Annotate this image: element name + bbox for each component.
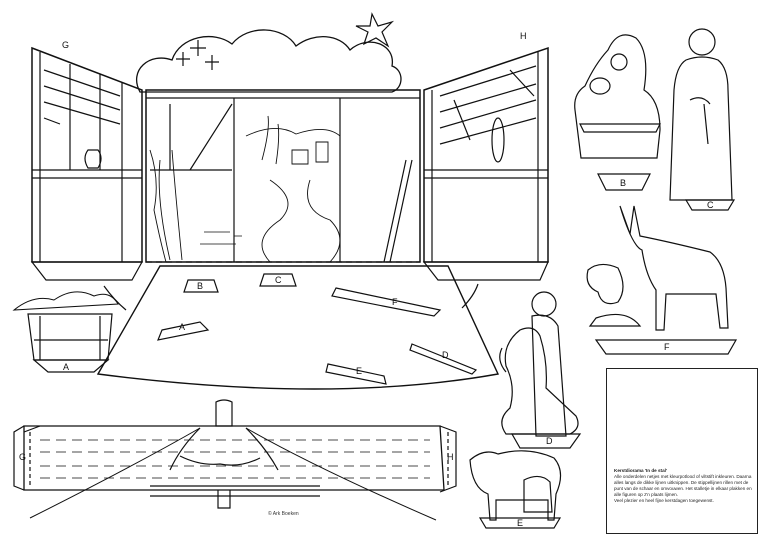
joseph-label: C — [707, 200, 714, 210]
mary-label: B — [620, 178, 627, 188]
ox-donkey-label: F — [664, 342, 670, 352]
fold-arrow-left — [103, 285, 127, 311]
mary-and-child-figure — [574, 34, 661, 191]
copyright-notice: © Ark Boeken — [268, 511, 299, 517]
ox-and-donkey-figure — [586, 205, 738, 355]
floor-slot-e: E — [356, 366, 363, 376]
stable-center-wall — [145, 89, 421, 263]
floor-slot-d: D — [442, 350, 449, 360]
star-icon — [355, 12, 395, 48]
manger-label: A — [63, 362, 70, 372]
stable-left-wing — [30, 46, 144, 281]
joseph-figure — [669, 28, 736, 211]
left-wing-label: G — [62, 40, 70, 50]
jug — [84, 149, 102, 169]
sheep-figure — [469, 450, 562, 529]
shepherds-label: D — [546, 436, 553, 446]
sheep-label: E — [517, 518, 524, 528]
instructions-closing: Veel plezier en heel fijne kerstdagen to… — [614, 498, 714, 503]
stable-floor — [96, 265, 500, 390]
roof-label-left: G — [19, 452, 27, 462]
roof-label-right: H — [447, 452, 454, 462]
shepherds-figure — [499, 291, 582, 449]
manger-piece — [12, 291, 119, 373]
floor-slot-c: C — [275, 275, 282, 285]
floor-slot-b: B — [197, 281, 204, 291]
coiled-rope — [491, 117, 505, 163]
instructions-body: Alle onderdelen netjes met kleurpotlood … — [614, 474, 752, 497]
roof-piece — [13, 399, 457, 521]
floor-slot-f: F — [392, 297, 398, 307]
floor-slot-a: A — [179, 322, 186, 332]
twinkle-stars-icon — [176, 40, 219, 70]
fold-arrow-right — [461, 283, 479, 309]
cloud-backdrop — [136, 29, 402, 93]
instructions-text: Kerstdiorama 'In de stal' Alle onderdele… — [614, 468, 754, 504]
stable-right-wing — [422, 46, 549, 281]
instructions-box — [606, 368, 758, 534]
instructions-title: Kerstdiorama 'In de stal' — [614, 468, 667, 473]
broom — [383, 159, 413, 263]
wheat-sheaf — [149, 149, 183, 263]
right-wing-label: H — [520, 31, 527, 41]
